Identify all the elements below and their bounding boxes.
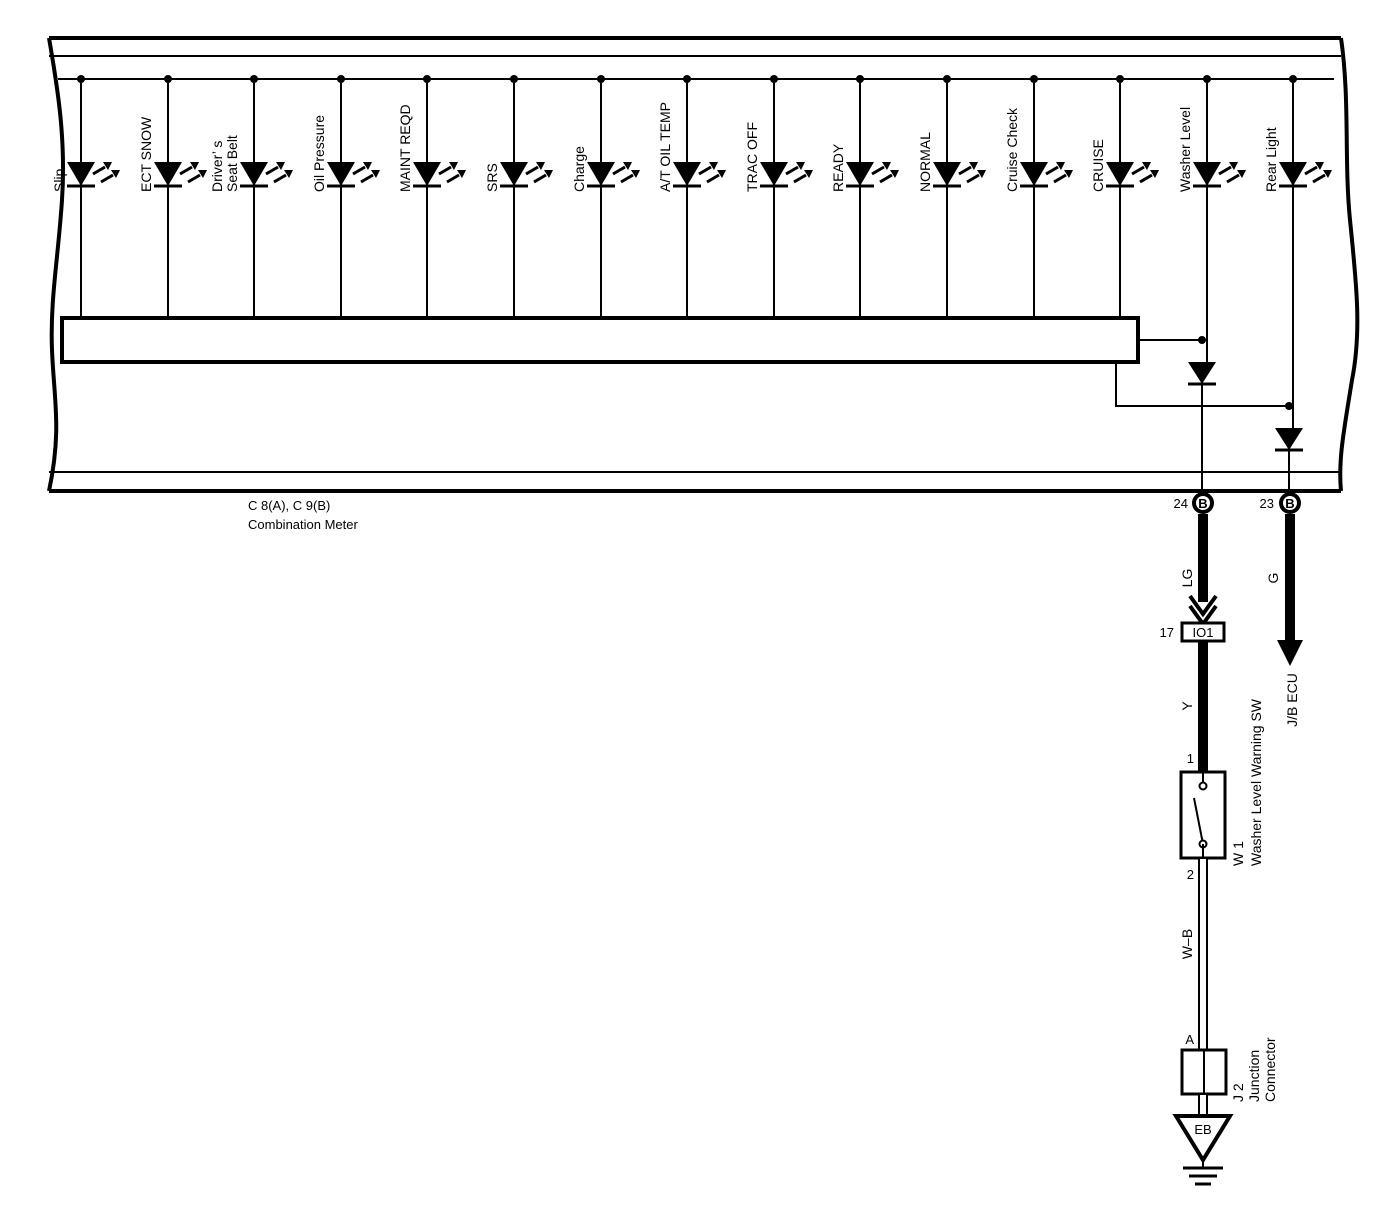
wire-color-g: G (1265, 573, 1281, 584)
internal-routing (1115, 339, 1289, 407)
lamp-label: NORMAL (917, 132, 933, 192)
lamp-label: A/T OIL TEMP (657, 102, 673, 192)
lamp-normal: NORMAL (917, 75, 988, 318)
lamp-charge: Charge (571, 75, 642, 318)
wire-y (1198, 641, 1208, 772)
switch-code: W 1 (1230, 841, 1246, 866)
switch-pin-1: 1 (1187, 751, 1194, 766)
switch-name: Washer Level Warning SW (1248, 698, 1264, 866)
lamp-label: Cruise Check (1004, 107, 1020, 192)
lamp-label: TRAC OFF (744, 122, 760, 192)
lamp-oil-pressure: Oil Pressure (311, 75, 382, 318)
junction-dot-rear (1285, 402, 1293, 410)
lamp-maint-reqd: MAINT REQD (397, 75, 468, 318)
lamp-label: Rear Light (1263, 127, 1279, 192)
pin-23-connector: B (1279, 492, 1301, 514)
meter-name: Combination Meter (248, 517, 358, 532)
lamp-label: Slip (51, 168, 67, 192)
svg-text:B: B (1285, 496, 1294, 511)
led-icon (1104, 160, 1161, 188)
led-icon (152, 160, 209, 188)
wire-color-y: Y (1179, 701, 1195, 711)
lamp-label: Washer Level (1177, 107, 1193, 192)
led-icon (1277, 160, 1334, 188)
wire-g (1285, 514, 1295, 644)
diode-washer (1188, 362, 1216, 386)
diode-rear (1275, 428, 1303, 452)
lamp-ready: READY (830, 75, 901, 318)
wire-lg (1198, 514, 1208, 602)
svg-text:EB: EB (1194, 1122, 1211, 1137)
lamp-srs: SRS (484, 75, 555, 318)
lamp-label: CRUISE (1090, 139, 1106, 192)
lamp-slip: Slip (51, 75, 122, 318)
pin-24-connector: B (1192, 492, 1214, 514)
ground-eb: EB (1172, 1114, 1234, 1186)
io1-pin: 17 (1160, 625, 1174, 640)
led-icon (1191, 160, 1248, 188)
led-icon (585, 160, 642, 188)
lamp-label: MAINT REQD (397, 104, 413, 192)
wire-wb (1198, 857, 1208, 1051)
wire-color-lg: LG (1179, 569, 1195, 588)
led-icon (758, 160, 815, 188)
lamp-ect-snow: ECT SNOW (138, 75, 209, 318)
led-icon (325, 160, 382, 188)
led-icon (498, 160, 555, 188)
led-icon (238, 160, 295, 188)
led-icon (844, 160, 901, 188)
junction-code: J 2 (1230, 1083, 1246, 1102)
lamp-label: Driver’ s (209, 141, 225, 192)
meter-connector-label: C 8(A), C 9(B) (248, 498, 330, 513)
lamp-trac-off: TRAC OFF (744, 75, 815, 318)
switch-pin-2: 2 (1187, 867, 1194, 882)
junction-dot-washer (1198, 336, 1206, 344)
pin-24-label: 24 (1174, 496, 1188, 511)
lamp-label: Seat Belt (224, 135, 240, 192)
led-icon (65, 160, 122, 188)
arrow-to-jb-ecu (1277, 640, 1303, 666)
lamp-cruise-check: Cruise Check (1004, 75, 1075, 318)
lamp-label: ECT SNOW (138, 116, 154, 192)
wire-color-wb: W–B (1179, 929, 1195, 959)
pin-23-label: 23 (1260, 496, 1274, 511)
lamp-a-t-oil-temp: A/T OIL TEMP (657, 75, 728, 318)
junction-pin-a: A (1185, 1032, 1194, 1047)
combination-meter-frame (47, 36, 1360, 493)
lamp-rear-light: Rear Light (1263, 75, 1334, 428)
junction-name-1: Junction (1246, 1050, 1262, 1102)
led-icon (1018, 160, 1075, 188)
led-icon (671, 160, 728, 188)
svg-text:B: B (1198, 496, 1207, 511)
lamp-label: SRS (484, 163, 500, 192)
jb-ecu-label: J/B ECU (1284, 673, 1300, 727)
led-icon (931, 160, 988, 188)
meter-control-block (60, 316, 1140, 364)
lamp-label: READY (830, 143, 846, 192)
led-icon (411, 160, 468, 188)
io1-label: IO1 (1193, 625, 1214, 640)
connector-arrow-io1-top (1188, 594, 1218, 618)
lamp-cruise: CRUISE (1090, 75, 1161, 318)
junction-name-2: Connector (1262, 1037, 1278, 1102)
lamp-washer-level: Washer Level (1177, 75, 1248, 362)
lamp-label: Charge (571, 146, 587, 192)
lamp-label: Oil Pressure (311, 115, 327, 192)
